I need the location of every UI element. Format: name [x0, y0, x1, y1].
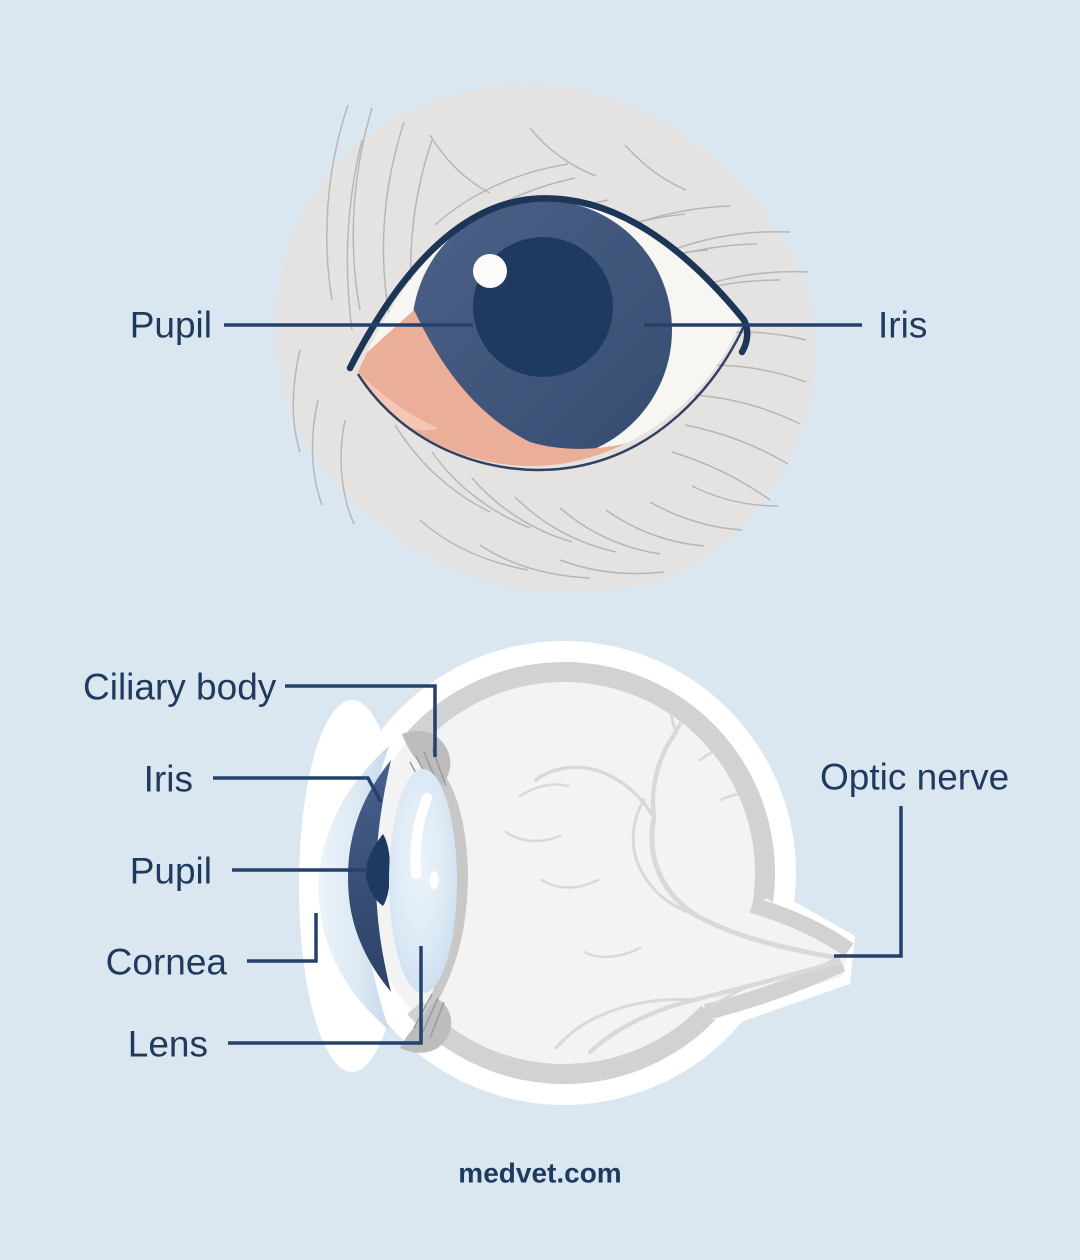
lens-highlight	[410, 793, 432, 879]
optic-nerve-sheath-bottom	[704, 956, 846, 1020]
pupil-highlight	[473, 254, 507, 288]
labels: Pupil Iris Ciliary body Iris Pupil Corne…	[83, 305, 1009, 1065]
label-lens: Lens	[128, 1024, 208, 1065]
lower-eyelid-outline	[356, 325, 746, 472]
leader-optic-nerve	[834, 806, 903, 958]
sclera-ring-bottom	[407, 1000, 716, 1084]
label-cs-iris: Iris	[144, 759, 193, 800]
third-eyelid	[358, 310, 742, 467]
pupil	[473, 237, 613, 377]
label-ciliary-body: Ciliary body	[83, 667, 277, 708]
leader-ciliary-body	[285, 684, 437, 757]
leader-lens	[228, 946, 423, 1045]
footer-brand: medvet.com	[458, 1158, 621, 1189]
lens-capsule-gray	[407, 744, 468, 1040]
ciliary-body-top	[402, 730, 451, 788]
lens-highlight-dot	[429, 871, 439, 889]
anterior-segment	[318, 730, 468, 1053]
leader-lines	[213, 323, 903, 1045]
label-cornea: Cornea	[106, 942, 228, 983]
pupil-cross-section	[366, 834, 390, 906]
sclera-ring-top	[407, 662, 775, 917]
eye-cross-section-illustration	[299, 641, 855, 1105]
label-cs-pupil: Pupil	[130, 851, 212, 892]
external-eye-illustration	[275, 85, 816, 592]
label-external-pupil: Pupil	[130, 305, 212, 346]
leader-cs-iris	[213, 776, 383, 803]
external-eye	[346, 195, 751, 472]
label-external-iris: Iris	[878, 305, 927, 346]
optic-nerve-sheath-top	[749, 897, 854, 957]
leader-cornea	[247, 913, 318, 963]
lens	[389, 769, 457, 993]
vitreous-interior	[359, 668, 769, 1078]
label-optic-nerve: Optic nerve	[820, 757, 1009, 798]
